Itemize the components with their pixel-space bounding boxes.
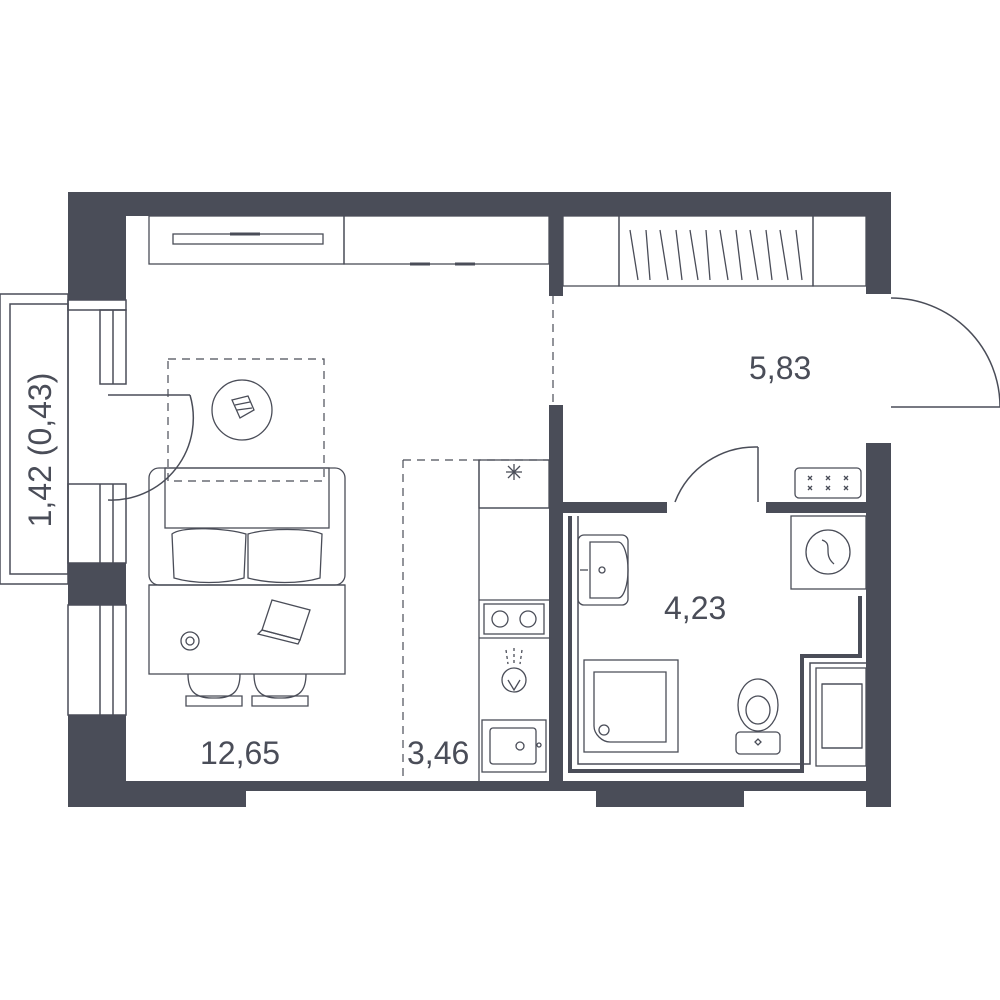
shower-tray-icon bbox=[583, 659, 679, 753]
oven-icon bbox=[501, 648, 527, 693]
kitchen-counter bbox=[478, 459, 550, 781]
furniture bbox=[148, 215, 867, 781]
chair-icon bbox=[185, 673, 309, 707]
kitchen-sink-icon bbox=[481, 719, 547, 773]
toilet-icon bbox=[735, 678, 781, 755]
walls bbox=[68, 192, 891, 807]
rug-icon bbox=[211, 379, 273, 441]
shelf-icon bbox=[815, 667, 867, 767]
wardrobe-icon bbox=[562, 215, 867, 287]
bathroom-area-label: 4,23 bbox=[664, 590, 727, 626]
linework bbox=[0, 293, 1000, 773]
laptop-icon bbox=[256, 599, 311, 645]
washbasin-icon bbox=[577, 534, 629, 606]
hob-icon bbox=[483, 603, 545, 635]
washing-machine-icon bbox=[790, 515, 867, 590]
kitchen-area-label: 3,46 bbox=[407, 735, 470, 771]
desk-icon bbox=[148, 584, 346, 675]
sofa-icon bbox=[148, 467, 346, 586]
snowflake-icon bbox=[506, 464, 522, 480]
hallway-area-label: 5,83 bbox=[749, 350, 812, 386]
balcony-area-label: 1,42 (0,43) bbox=[22, 372, 58, 528]
tv-icon bbox=[148, 215, 550, 266]
lamp-icon bbox=[180, 631, 200, 651]
heater-icon bbox=[794, 467, 862, 499]
dashed-lines bbox=[167, 296, 554, 781]
living-room-area-label: 12,65 bbox=[200, 735, 281, 771]
